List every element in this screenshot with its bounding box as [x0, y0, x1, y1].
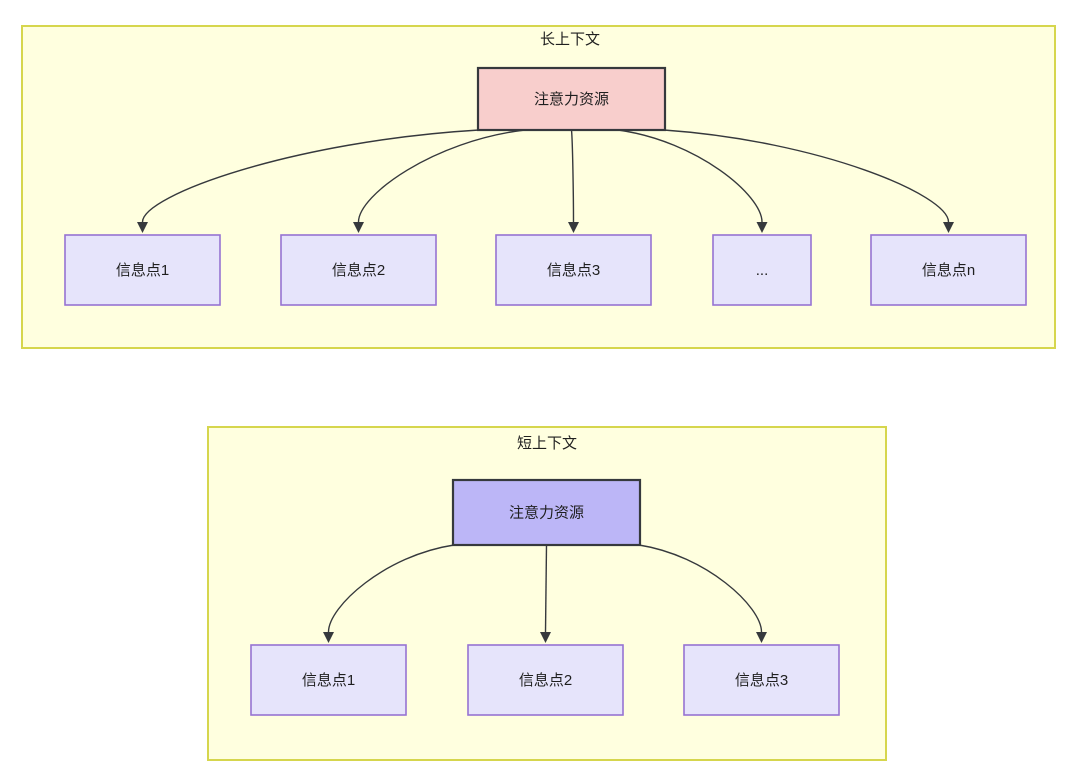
- arrowhead-long-context-to-信息点3: [568, 222, 579, 233]
- node-leaf-label-long-context-信息点3: 信息点3: [547, 262, 600, 279]
- edge-long-context-to-信息点2: [357, 129, 525, 223]
- node-leaf-label-short-context-信息点3: 信息点3: [735, 672, 788, 689]
- edge-short-context-to-信息点1: [327, 544, 455, 633]
- edge-long-context-to-ellipsis: [618, 129, 763, 223]
- edge-short-context-to-信息点2: [544, 544, 548, 633]
- node-leaf-label-long-context-ellipsis: ...: [756, 262, 769, 279]
- arrowhead-short-context-to-信息点3: [756, 632, 767, 643]
- edge-long-context-to-信息点1: [141, 129, 480, 223]
- node-leaf-label-long-context-信息点2: 信息点2: [332, 262, 385, 279]
- group-title-long-context: 长上下文: [540, 31, 600, 48]
- node-leaf-short-context-信息点2[interactable]: [467, 644, 624, 716]
- node-hub-short-context[interactable]: [451, 478, 642, 547]
- node-leaf-label-short-context-信息点2: 信息点2: [519, 672, 572, 689]
- arrowhead-long-context-to-信息点2: [353, 222, 364, 233]
- node-leaf-short-context-信息点3[interactable]: [683, 644, 840, 716]
- node-leaf-long-context-ellipsis[interactable]: [712, 234, 812, 306]
- node-leaf-label-short-context-信息点1: 信息点1: [302, 672, 355, 689]
- edge-long-context-to-信息点n: [663, 129, 950, 223]
- node-leaf-long-context-信息点3[interactable]: [495, 234, 652, 306]
- node-leaf-long-context-信息点n[interactable]: [870, 234, 1027, 306]
- arrowhead-short-context-to-信息点2: [540, 632, 551, 643]
- arrowhead-long-context-to-信息点n: [943, 222, 954, 233]
- node-leaf-label-long-context-信息点1: 信息点1: [116, 262, 169, 279]
- edge-long-context-to-信息点3: [570, 129, 575, 223]
- node-leaf-long-context-信息点2[interactable]: [280, 234, 437, 306]
- node-hub-long-context[interactable]: [476, 66, 667, 132]
- edges-layer: [137, 129, 954, 643]
- edge-short-context-to-信息点3: [638, 544, 763, 633]
- arrowhead-short-context-to-信息点1: [323, 632, 334, 643]
- group-title-short-context: 短上下文: [517, 435, 577, 452]
- node-hub-label-short-context: 注意力资源: [509, 503, 584, 521]
- arrowhead-long-context-to-ellipsis: [756, 222, 768, 233]
- node-leaf-short-context-信息点1[interactable]: [250, 644, 407, 716]
- node-leaf-label-long-context-信息点n: 信息点n: [922, 262, 975, 279]
- arrowhead-long-context-to-信息点1: [137, 222, 148, 233]
- node-hub-label-long-context: 注意力资源: [534, 90, 609, 108]
- node-leaf-long-context-信息点1[interactable]: [64, 234, 221, 306]
